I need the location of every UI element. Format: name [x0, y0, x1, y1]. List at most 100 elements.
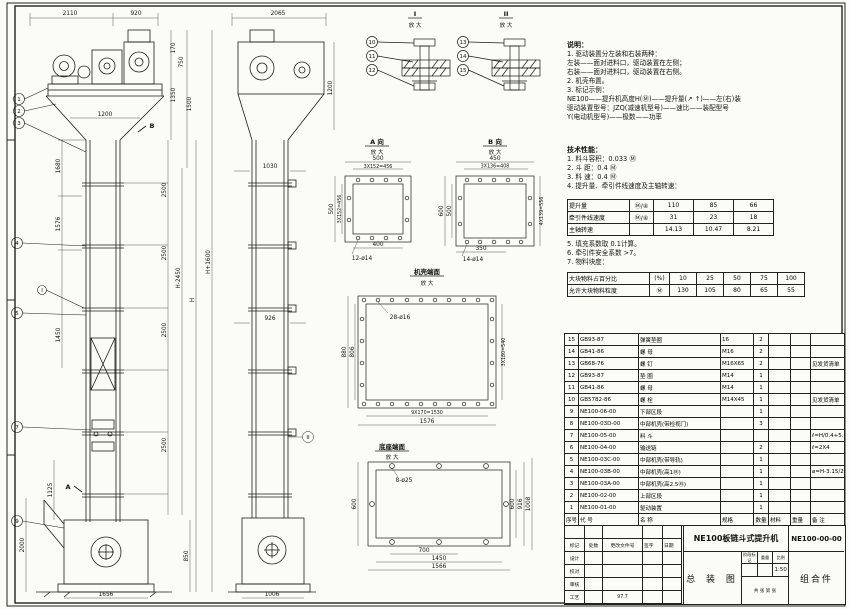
drawing-shape	[389, 463, 395, 469]
table-cell: 15	[565, 334, 579, 346]
notes-lines: 1. 驱动装置分左装和右装两种： 左装——面对进料口，驱动装置在左侧； 右装——…	[567, 50, 845, 122]
table-cell: 2	[754, 442, 769, 454]
title-block-middle: NE100板链斗式提升机 总 装 图 阶段标记 重量 比例 1:50 共 张 第…	[683, 526, 788, 604]
notes-title: 说明：	[567, 41, 588, 49]
dim-label: 14-ø14	[463, 257, 484, 263]
drawing-shape	[359, 338, 365, 344]
notes-section: 说明： 1. 驱动装置分左装和右装两种： 左装——面对进料口，驱动装置在左侧； …	[567, 40, 845, 122]
table-cell: 2	[754, 334, 769, 346]
drawing-shape	[123, 41, 155, 85]
table-cell: M16	[721, 346, 754, 358]
table-cell: GB41-86	[579, 382, 639, 394]
weight-value	[758, 564, 774, 576]
drawing-shape	[403, 59, 411, 69]
table-cell: NE100-03B-00	[579, 466, 639, 478]
drawing-shape	[468, 69, 505, 87]
drawing-shape	[491, 177, 497, 183]
table-cell: 105	[697, 285, 724, 297]
drawing-shape	[489, 382, 495, 388]
text-line: 5. 填充系数取 0.1计算。	[567, 240, 641, 248]
table-cell	[603, 552, 643, 565]
table-cell: 料 斗	[639, 430, 721, 442]
table-cell	[585, 565, 603, 578]
text-line: 2. 机壳布置。	[567, 77, 609, 85]
scale-grid: 阶段标记 重量 比例 1:50 共 张 第 张	[741, 552, 788, 604]
text-line: 3. 标记示例：	[567, 86, 609, 94]
table-cell	[630, 224, 654, 236]
table-cell	[663, 565, 682, 578]
drawing-shape	[503, 38, 526, 47]
table-cell	[791, 430, 811, 442]
drawing-shape	[127, 29, 151, 43]
table-cell: 工艺	[565, 591, 585, 604]
drawing-shape	[22, 242, 87, 247]
table-cell: 31	[654, 212, 694, 224]
drawing-shape	[287, 366, 297, 375]
table-cell: 25	[697, 273, 724, 285]
table-cell: ø=H-3.15/2.5	[811, 466, 845, 478]
drawing-shape	[365, 303, 489, 401]
dim-label: 920	[130, 11, 141, 17]
table-cell	[791, 382, 811, 394]
drawing-shape	[357, 295, 497, 409]
drawing-shape	[293, 61, 311, 79]
dim-label: 机壳端面	[414, 267, 441, 276]
dim-label: 1006	[265, 592, 280, 598]
table-cell: 1	[754, 382, 769, 394]
dim-label: B	[150, 122, 155, 130]
text-line: 左装——面对进料口，驱动装置在左侧；	[567, 59, 686, 67]
drawing-shape	[103, 62, 111, 70]
drawing-shape	[107, 431, 113, 437]
table-cell: 14.13	[654, 224, 694, 236]
table-cell	[721, 490, 754, 502]
table-cell	[663, 591, 682, 604]
drawing-shape	[389, 297, 395, 303]
drawing-shape	[59, 61, 69, 71]
drawing-shape	[24, 122, 87, 153]
table-cell: NE100-03C-00	[579, 454, 639, 466]
table-cell: 2	[754, 358, 769, 370]
drawing-number: NE100-00-00	[789, 526, 844, 552]
sheet-frame	[6, 2, 846, 607]
table-cell: 1	[754, 406, 769, 418]
drawing-shape	[413, 82, 436, 91]
drawing-shape	[489, 401, 495, 407]
sheet-count: 共 张 第 张	[753, 588, 777, 594]
dim-label: 放 大	[489, 148, 502, 156]
table-cell	[811, 382, 845, 394]
drawing-shape	[501, 67, 509, 77]
drawing-shape	[529, 59, 537, 69]
dim-label: 1030	[263, 164, 278, 170]
table-cell: M14	[721, 382, 754, 394]
table-cell: 牵引件线速度	[568, 212, 630, 224]
drawing-shape	[493, 67, 501, 77]
drawing-shape	[346, 195, 352, 201]
table-cell	[769, 454, 791, 466]
drawing-shape	[22, 426, 93, 431]
table-cell: 提升量	[568, 200, 630, 212]
dim-label: 750	[179, 56, 185, 67]
drawing-shape	[377, 301, 389, 314]
drawing-shape	[521, 59, 529, 69]
table-cell: 12	[565, 370, 579, 382]
table-cell: 55	[778, 285, 805, 297]
drawing-shape	[518, 177, 524, 183]
table-cell: 23	[694, 212, 734, 224]
table-cell: 中部机壳(带检视门)	[639, 418, 721, 430]
side-view	[228, 29, 325, 593]
drawing-shape	[464, 239, 470, 245]
drawing-shape	[369, 177, 375, 183]
table-cell	[663, 552, 682, 565]
table-cell	[769, 478, 791, 490]
table-cell	[791, 490, 811, 502]
drawing-shape	[446, 297, 452, 303]
table-cell: 10.47	[694, 224, 734, 236]
dim-label: 10	[369, 40, 376, 46]
drawing-shape	[463, 183, 527, 239]
